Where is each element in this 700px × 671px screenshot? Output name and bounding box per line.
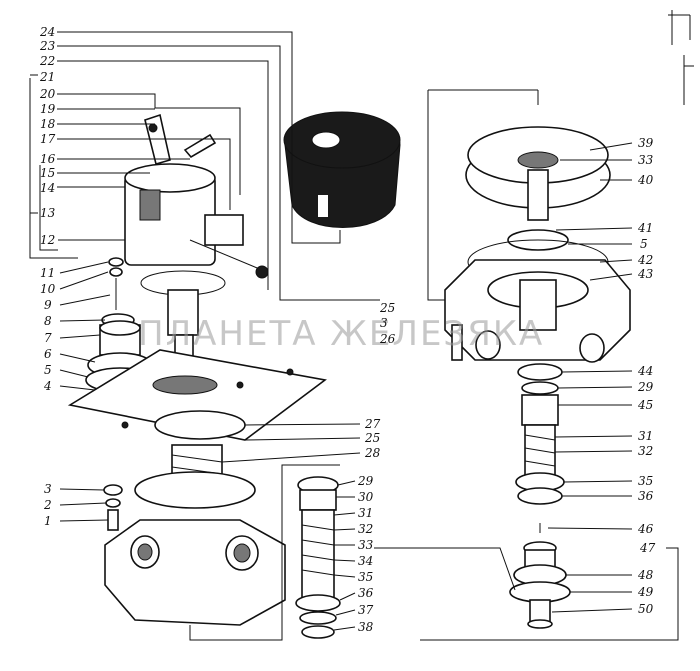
- watermark-text: ПЛАНЕТА ЖЕЛЕЗЯКА: [138, 314, 544, 354]
- valve-housing-right: [444, 229, 631, 363]
- callout-9: 9: [44, 298, 52, 312]
- callout-43: 43: [637, 267, 654, 281]
- callout-32-center: 32: [358, 522, 373, 536]
- callout-4: 4: [43, 379, 52, 393]
- callout-25-top: 25: [379, 301, 395, 315]
- callout-16: 16: [40, 152, 56, 166]
- callout-35-center: 35: [358, 570, 373, 584]
- callout-29-center: 29: [357, 474, 374, 488]
- piston-stack-center: [295, 476, 341, 639]
- callout-45: 45: [637, 398, 653, 412]
- callout-5-right: 5: [640, 237, 648, 251]
- callout-37: 37: [358, 603, 374, 617]
- callout-42: 42: [637, 253, 653, 267]
- callout-1: 1: [44, 514, 52, 528]
- callout-6: 6: [44, 347, 52, 361]
- callout-3-left: 3: [44, 482, 52, 496]
- callout-7: 7: [44, 331, 52, 345]
- callout-13: 13: [40, 206, 56, 220]
- callout-21: 21: [39, 70, 55, 84]
- callout-17: 17: [40, 132, 56, 146]
- bolt-left: [103, 484, 123, 531]
- callout-50: 50: [638, 602, 654, 616]
- o-ring-upper: [140, 270, 226, 361]
- callout-35-right: 35: [638, 474, 653, 488]
- callout-29-right: 29: [637, 380, 654, 394]
- callout-20: 20: [39, 87, 56, 101]
- callout-46: 46: [637, 522, 654, 536]
- callout-39: 39: [638, 136, 654, 150]
- callout-3-top: 3: [380, 316, 388, 330]
- callout-32-right: 32: [638, 444, 653, 458]
- callout-2: 2: [43, 498, 52, 512]
- valve-body-lower: [104, 471, 286, 626]
- callout-41: 41: [637, 221, 653, 235]
- callout-49: 49: [637, 585, 654, 599]
- callout-31-right: 31: [638, 429, 653, 443]
- callout-31-center: 31: [358, 506, 373, 520]
- callout-40: 40: [637, 173, 654, 187]
- piston-stack-right: [515, 363, 565, 505]
- callout-5: 5: [44, 363, 52, 377]
- screw-assembly: [101, 257, 135, 327]
- callout-36-right: 36: [638, 489, 654, 503]
- diaphragm-cover: [465, 126, 611, 221]
- leader-lines: [29, 31, 679, 641]
- callout-12: 12: [40, 233, 55, 247]
- callout-38: 38: [358, 620, 374, 634]
- callout-36-center: 36: [358, 586, 374, 600]
- callout-23: 23: [39, 39, 56, 53]
- callout-labels: 24 23 22 21 20 19 18 17 16 15 14 13 12 1…: [39, 25, 656, 634]
- callout-44: 44: [637, 364, 653, 378]
- callout-15: 15: [40, 166, 55, 180]
- callout-33-right: 33: [638, 153, 654, 167]
- callout-28: 28: [364, 446, 381, 460]
- callout-47: 47: [639, 541, 656, 555]
- callout-30: 30: [358, 490, 374, 504]
- callout-24: 24: [39, 25, 55, 39]
- check-valve-right: [509, 523, 571, 629]
- callout-14: 14: [40, 181, 55, 195]
- callout-34: 34: [358, 554, 373, 568]
- callout-33-center: 33: [358, 538, 374, 552]
- edge-fragment: [668, 10, 694, 105]
- callout-26: 26: [379, 332, 396, 346]
- callout-11: 11: [40, 266, 55, 280]
- callout-19: 19: [40, 102, 56, 116]
- callout-25-mid: 25: [364, 431, 380, 445]
- callout-22: 22: [39, 54, 55, 68]
- callout-18: 18: [40, 117, 56, 131]
- callout-10: 10: [40, 282, 56, 296]
- callout-8: 8: [44, 314, 52, 328]
- callout-48: 48: [637, 568, 654, 582]
- cap-cover: [283, 111, 401, 228]
- callout-27: 27: [364, 417, 381, 431]
